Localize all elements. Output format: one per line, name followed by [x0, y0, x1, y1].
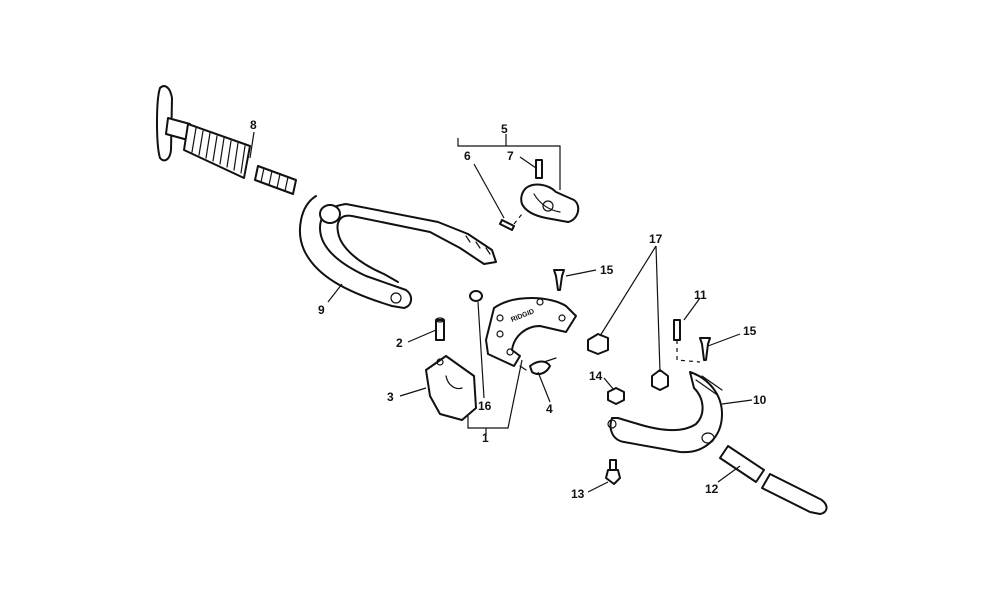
part-8-feed-screw — [156, 85, 297, 195]
callout-2: 2 — [396, 336, 403, 350]
part-11-alignment-line — [676, 340, 701, 363]
callout-13: 13 — [571, 487, 585, 501]
callout-4: 4 — [546, 402, 553, 416]
part-6-alignment-line — [513, 213, 523, 225]
part-12-handle-bar — [719, 445, 828, 515]
callout-15-right: 15 — [743, 324, 757, 338]
part-16-plug — [469, 290, 483, 302]
part-11-pin — [673, 319, 681, 341]
callout-14: 14 — [589, 369, 603, 383]
callout-5: 5 — [501, 122, 508, 136]
part-6-pin — [499, 219, 515, 231]
callout-1: 1 — [482, 431, 489, 445]
callout-6: 6 — [464, 149, 471, 163]
callout-15-top: 15 — [600, 263, 614, 277]
part-1-cutter-head: RIDGID — [485, 297, 577, 367]
callout-17: 17 — [649, 232, 663, 246]
callout-3: 3 — [387, 390, 394, 404]
part-10-lower-frame — [607, 371, 723, 454]
part-3-yoke-block — [425, 355, 477, 421]
part-4-spring — [519, 357, 557, 375]
callout-16: 16 — [478, 399, 492, 413]
callout-11: 11 — [694, 288, 707, 302]
part-5-wheel-bracket — [520, 183, 580, 223]
part-2-roll-pin — [435, 317, 445, 341]
callout-9: 9 — [318, 303, 325, 317]
part-13-bolt — [605, 459, 621, 485]
callout-12: 12 — [705, 482, 719, 496]
part-9-frame — [299, 195, 497, 309]
leader-lines — [249, 131, 753, 493]
callout-8: 8 — [250, 118, 257, 132]
part-14-nut — [607, 387, 625, 405]
part-15-screw — [553, 269, 711, 361]
callout-10: 10 — [753, 393, 767, 407]
part-7-pin — [535, 159, 543, 179]
callout-7: 7 — [507, 149, 514, 163]
